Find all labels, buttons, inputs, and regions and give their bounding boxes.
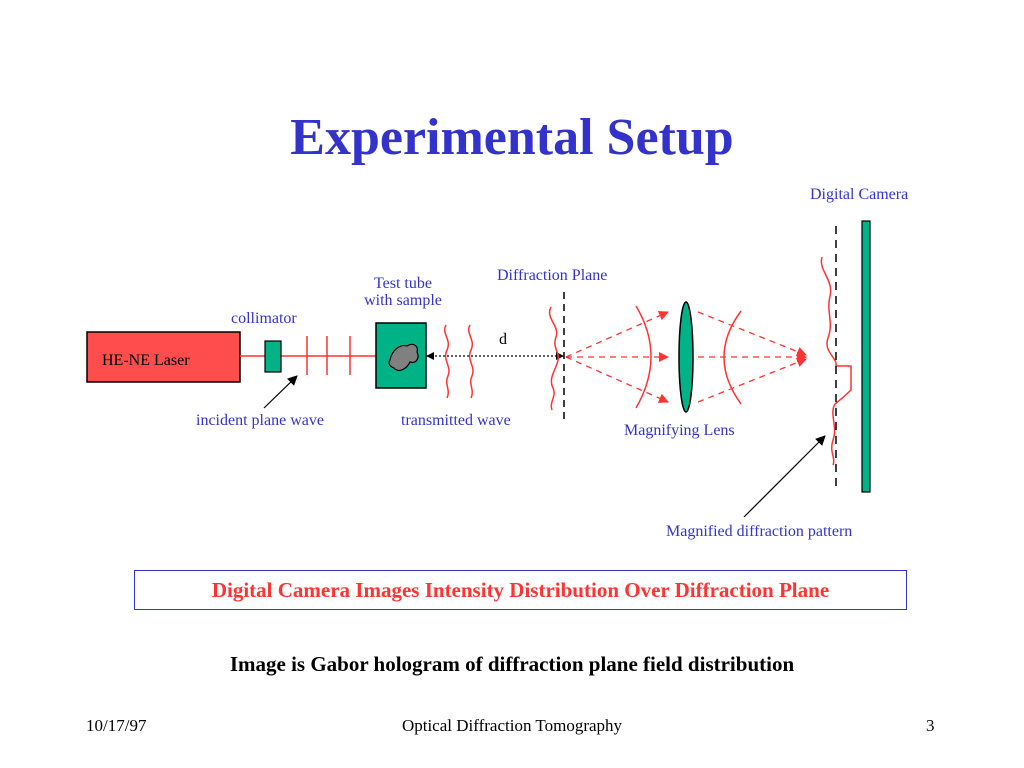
lens-wavefront	[635, 305, 652, 409]
incident-wave-pointer	[263, 375, 298, 409]
digital-camera-label: Digital Camera	[810, 186, 908, 203]
slide-title: Experimental Setup	[290, 109, 734, 166]
magnifying-lens-label: Magnifying Lens	[624, 422, 735, 439]
collimator	[264, 340, 282, 373]
distance-label: d	[499, 331, 507, 348]
laser-box	[86, 331, 241, 383]
magnifying-lens	[678, 301, 694, 413]
footer-page-number: 3	[926, 716, 935, 735]
ray	[697, 311, 807, 357]
transmitted-wavefront	[468, 324, 474, 399]
laser-label: HE-NE Laser	[102, 352, 190, 369]
footer-date: 10/17/97	[86, 716, 147, 735]
transmitted-wave-label: transmitted wave	[401, 412, 511, 429]
ray	[565, 356, 669, 403]
diffraction-plane-label: Diffraction Plane	[497, 267, 607, 284]
footer-title: Optical Diffraction Tomography	[401, 716, 623, 735]
magnified-pattern-label: Magnified diffraction pattern	[666, 523, 852, 540]
callout-box: Digital Camera Images Intensity Distribu…	[134, 570, 907, 610]
magnified-pattern-wavefront	[820, 256, 852, 466]
ray	[565, 311, 669, 358]
test-tube-label-line2: with sample	[364, 292, 442, 309]
diffraction-wavefront	[548, 306, 560, 411]
test-tube-label-line1: Test tube	[374, 275, 432, 292]
ray	[697, 357, 807, 403]
sample-shape	[388, 343, 419, 372]
incident-wave-label: incident plane wave	[196, 412, 324, 429]
subtitle: Image is Gabor hologram of diffraction p…	[229, 652, 795, 676]
magnified-pattern-pointer	[743, 435, 826, 518]
transmitted-wavefront	[444, 324, 450, 399]
digital-camera	[861, 220, 871, 493]
collimator-label: collimator	[231, 310, 297, 327]
